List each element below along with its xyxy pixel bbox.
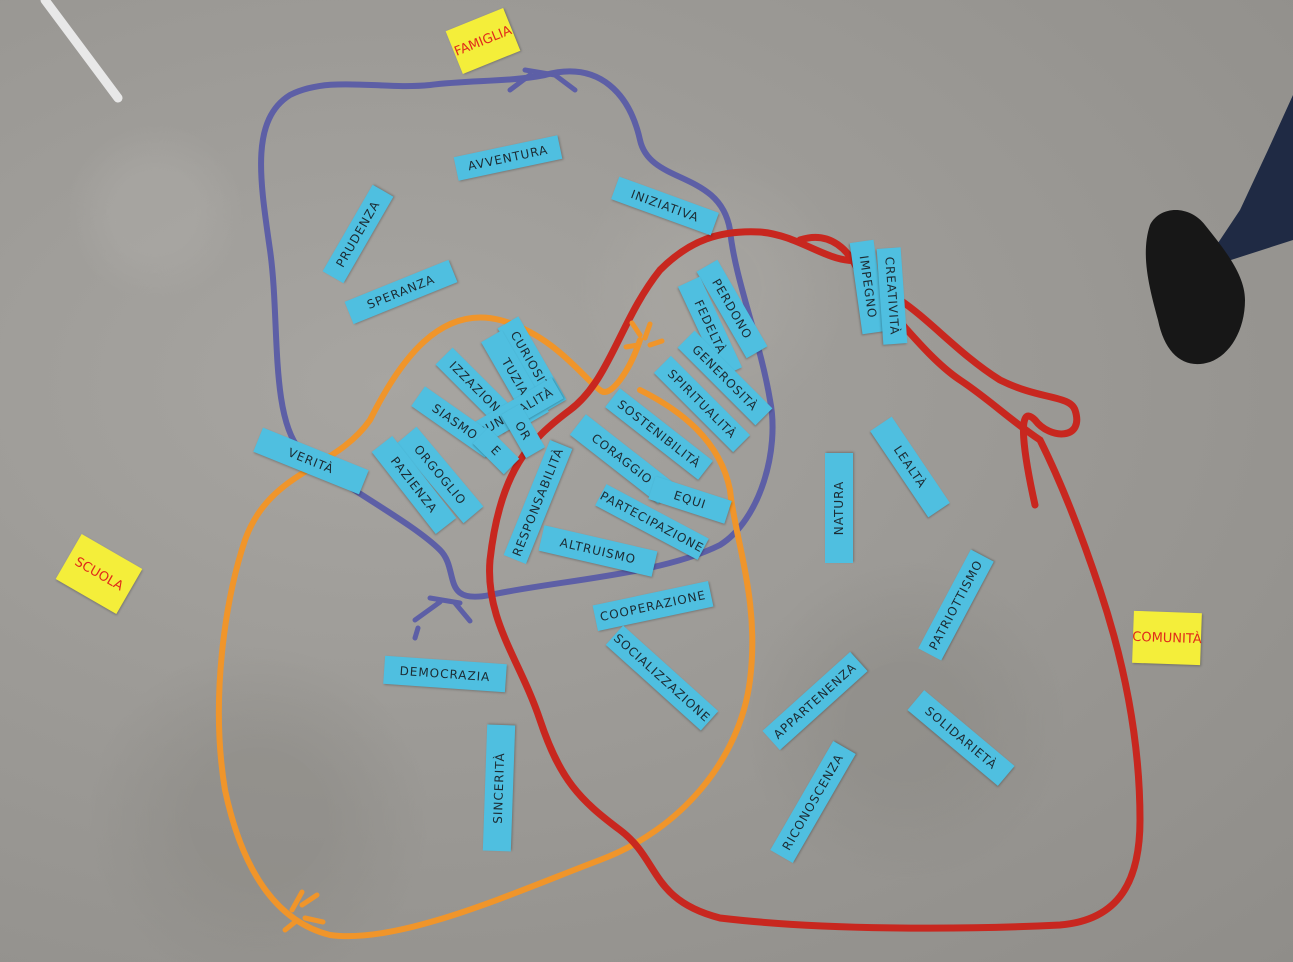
card-natura: NATURA [825, 453, 853, 563]
card-sincerita: SINCERITÀ [483, 725, 515, 852]
note-comunita: COMUNITÀ [1132, 611, 1202, 665]
